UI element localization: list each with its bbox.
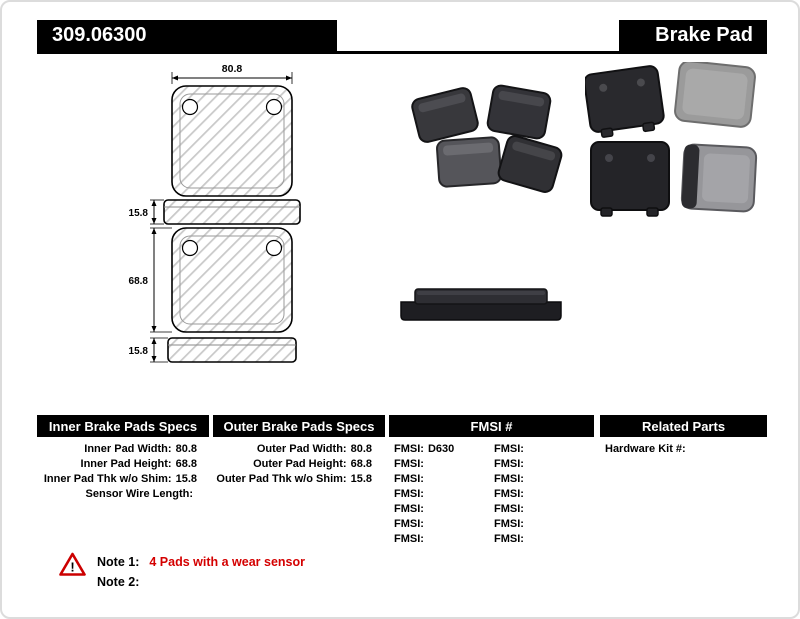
outer-specs-column: Outer Pad Width:80.8 Outer Pad Height:68… bbox=[207, 442, 372, 487]
page-title: Brake Pad bbox=[619, 20, 767, 51]
spec-value: 15.8 bbox=[175, 473, 197, 485]
outer-spec-row: Outer Pad Width:80.8 bbox=[207, 442, 372, 457]
fmsi-label: FMSI: bbox=[394, 488, 424, 500]
fmsi-label: FMSI: bbox=[394, 503, 424, 515]
spec-label: Outer Pad Thk w/o Shim: bbox=[216, 473, 347, 485]
dim-width-label: 80.8 bbox=[222, 63, 243, 75]
spec-label: Outer Pad Height: bbox=[253, 458, 347, 470]
fmsi-row: FMSI: bbox=[494, 487, 589, 502]
dim-height-label: 68.8 bbox=[129, 276, 149, 287]
fmsi-row: FMSI: bbox=[394, 472, 489, 487]
note-2: Note 2: bbox=[97, 575, 149, 589]
spec-label: Sensor Wire Length: bbox=[85, 488, 193, 500]
note-1: Note 1: 4 Pads with a wear sensor bbox=[97, 555, 305, 569]
spec-label: Inner Pad Height: bbox=[80, 458, 172, 470]
inner-specs-header: Inner Brake Pads Specs bbox=[37, 415, 209, 437]
inner-spec-row: Inner Pad Height:68.8 bbox=[32, 457, 197, 472]
fmsi-label: FMSI: bbox=[394, 533, 424, 545]
related-parts-header: Related Parts bbox=[600, 415, 767, 437]
fmsi-row: FMSI:D630 bbox=[394, 442, 489, 457]
spec-value: 15.8 bbox=[350, 473, 372, 485]
fmsi-label: FMSI: bbox=[494, 533, 524, 545]
dim-thickness-bottom-label: 15.8 bbox=[129, 346, 149, 357]
fmsi-row: FMSI: bbox=[494, 457, 589, 472]
fmsi-row: FMSI: bbox=[394, 457, 489, 472]
fmsi-label: FMSI: bbox=[394, 473, 424, 485]
spec-value: 80.8 bbox=[175, 443, 197, 455]
technical-drawing: 80.8 15.8 68.8 bbox=[129, 63, 301, 363]
dim-thickness-top-label: 15.8 bbox=[129, 208, 149, 219]
warning-triangle-icon: ! bbox=[59, 552, 86, 576]
pads-photo-angled bbox=[411, 84, 563, 193]
note-1-label: Note 1: bbox=[97, 555, 140, 569]
fmsi-row: FMSI: bbox=[394, 517, 489, 532]
fmsi-row: FMSI: bbox=[394, 532, 489, 547]
fmsi-label: FMSI: bbox=[494, 473, 524, 485]
fmsi-label: FMSI: bbox=[494, 518, 524, 530]
fmsi-column-2: FMSI: FMSI: FMSI: FMSI: FMSI: FMSI: FMSI… bbox=[494, 442, 589, 547]
outer-specs-header: Outer Brake Pads Specs bbox=[213, 415, 385, 437]
spec-label: Outer Pad Width: bbox=[256, 443, 347, 455]
fmsi-row: FMSI: bbox=[394, 487, 489, 502]
fmsi-row: FMSI: bbox=[494, 502, 589, 517]
fmsi-label: FMSI: bbox=[394, 443, 424, 455]
outer-spec-row: Outer Pad Height:68.8 bbox=[207, 457, 372, 472]
header: 309.06300 Brake Pad bbox=[37, 20, 767, 54]
fmsi-label: FMSI: bbox=[394, 458, 424, 470]
fmsi-label: FMSI: bbox=[494, 503, 524, 515]
fmsi-value: D630 bbox=[427, 443, 455, 455]
inner-spec-row: Inner Pad Width:80.8 bbox=[32, 442, 197, 457]
spec-value: 68.8 bbox=[175, 458, 197, 470]
note-1-text: 4 Pads with a wear sensor bbox=[149, 555, 305, 569]
fmsi-row: FMSI: bbox=[494, 517, 589, 532]
spec-value: 80.8 bbox=[350, 443, 372, 455]
pad-side-photo bbox=[400, 288, 562, 321]
fmsi-label: FMSI: bbox=[494, 458, 524, 470]
inner-specs-column: Inner Pad Width:80.8 Inner Pad Height:68… bbox=[32, 442, 197, 502]
pads-photo-back bbox=[585, 62, 758, 217]
fmsi-row: FMSI: bbox=[494, 472, 589, 487]
fmsi-label: FMSI: bbox=[494, 488, 524, 500]
related-label: Hardware Kit #: bbox=[605, 443, 686, 455]
fmsi-header: FMSI # bbox=[389, 415, 594, 437]
inner-spec-row: Inner Pad Thk w/o Shim:15.8 bbox=[32, 472, 197, 487]
spec-value: 68.8 bbox=[350, 458, 372, 470]
fmsi-row: FMSI: bbox=[394, 502, 489, 517]
fmsi-row: FMSI: bbox=[494, 442, 589, 457]
fmsi-label: FMSI: bbox=[494, 443, 524, 455]
inner-spec-row: Sensor Wire Length: bbox=[32, 487, 197, 502]
fmsi-label: FMSI: bbox=[394, 518, 424, 530]
svg-text:!: ! bbox=[70, 560, 74, 575]
related-part-row: Hardware Kit #: bbox=[605, 442, 765, 457]
outer-spec-row: Outer Pad Thk w/o Shim:15.8 bbox=[207, 472, 372, 487]
fmsi-column-1: FMSI:D630 FMSI: FMSI: FMSI: FMSI: FMSI: … bbox=[394, 442, 489, 547]
spec-label: Inner Pad Width: bbox=[84, 443, 172, 455]
part-number: 309.06300 bbox=[37, 20, 337, 51]
spec-label: Inner Pad Thk w/o Shim: bbox=[43, 473, 172, 485]
related-parts-column: Hardware Kit #: bbox=[605, 442, 765, 457]
note-2-label: Note 2: bbox=[97, 575, 140, 589]
fmsi-row: FMSI: bbox=[494, 532, 589, 547]
